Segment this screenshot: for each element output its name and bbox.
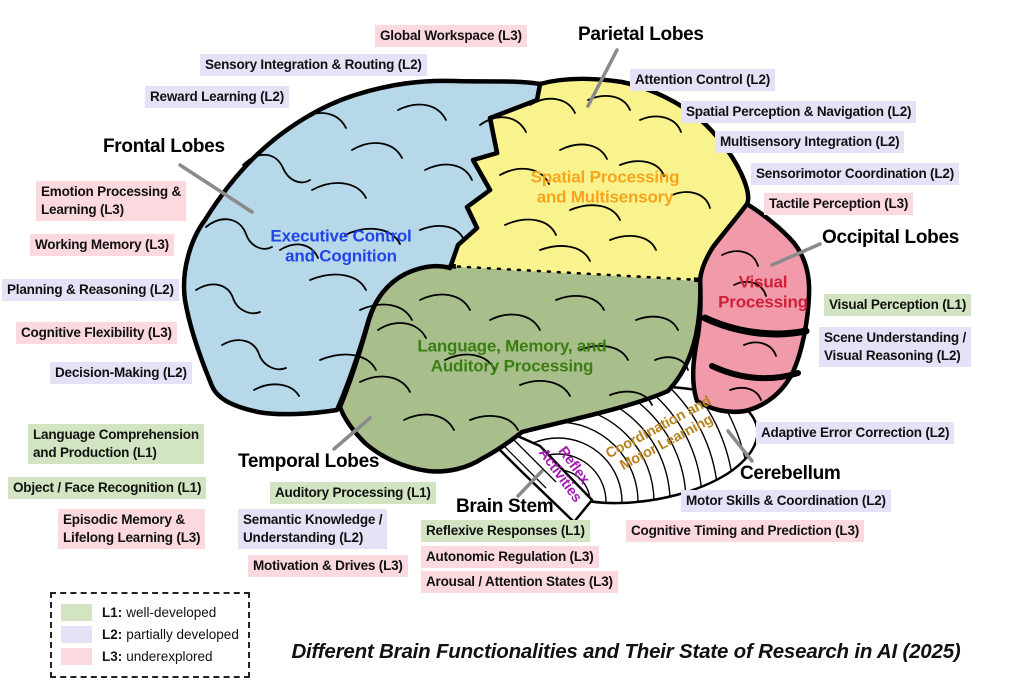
label-scene-understanding-visual-reasoning: Scene Understanding / Visual Reasoning (… (819, 327, 972, 368)
occipital-sulci (701, 314, 810, 382)
temporal-pointer-line (332, 416, 372, 451)
occipital-pointer-line (770, 242, 822, 267)
label-working-memory: Working Memory (L3) (30, 234, 174, 257)
label-episodic-memory-lifelong-learning: Episodic Memory & Lifelong Learning (L3) (58, 509, 206, 550)
label-spatial-perception-navigation: Spatial Perception & Navigation (L2) (681, 101, 917, 124)
label-reward-learning: Reward Learning (L2) (145, 86, 290, 109)
cerebellum-pointer-line (726, 429, 754, 463)
temporal-lobes-header: Temporal Lobes (238, 451, 380, 472)
legend-swatch-l2 (61, 625, 92, 643)
pointer-lines (178, 48, 822, 498)
frontal-pointer-line (178, 163, 254, 214)
parietal-temporal-dashed-boundary (446, 259, 702, 289)
legend-label-l2: partially developed (126, 626, 239, 642)
legend-row-l2: L2:partially developed (61, 625, 248, 643)
label-cognitive-flexibility: Cognitive Flexibility (L3) (16, 322, 177, 345)
label-multisensory-integration: Multisensory Integration (L2) (715, 131, 905, 154)
frontal-caption: Executive Control and Cognition (270, 226, 412, 266)
gyri-lines (195, 95, 777, 431)
parietal-lobe-shape (445, 76, 751, 283)
label-language-comprehension-production: Language Comprehension and Production (L… (28, 424, 204, 465)
brain-stem-header: Brain Stem (456, 496, 554, 517)
label-motor-skills-coordination: Motor Skills & Coordination (L2) (681, 490, 891, 513)
label-autonomic-regulation: Autonomic Regulation (L3) (421, 546, 599, 569)
label-adaptive-error-correction: Adaptive Error Correction (L2) (756, 422, 955, 445)
occipital-lobes-header: Occipital Lobes (822, 227, 959, 248)
brain-stem-pointer-line (516, 469, 544, 498)
label-tactile-perception: Tactile Perception (L3) (764, 193, 914, 216)
parietal-lobes-header: Parietal Lobes (578, 24, 704, 45)
legend: L1:well-developed L2:partially developed… (50, 592, 250, 678)
legend-tag-l1: L1: (102, 604, 123, 620)
label-sensorimotor-coordination: Sensorimotor Coordination (L2) (751, 163, 959, 186)
cerebellum-header: Cerebellum (740, 463, 841, 484)
label-attention-control: Attention Control (L2) (630, 69, 776, 92)
label-object-face-recognition: Object / Face Recognition (L1) (8, 477, 207, 500)
label-arousal-attention-states: Arousal / Attention States (L3) (421, 571, 618, 594)
frontal-lobes-header: Frontal Lobes (103, 136, 225, 157)
label-auditory-processing: Auditory Processing (L1) (270, 482, 436, 505)
label-emotion-processing-learning: Emotion Processing & Learning (L3) (36, 181, 187, 222)
label-visual-perception: Visual Perception (L1) (824, 294, 972, 317)
label-decision-making: Decision-Making (L2) (50, 362, 192, 385)
label-sensory-integration-routing: Sensory Integration & Routing (L2) (200, 54, 427, 77)
label-motivation-drives: Motivation & Drives (L3) (248, 555, 408, 578)
page-title: Different Brain Functionalities and Thei… (291, 640, 961, 663)
legend-row-l1: L1:well-developed (61, 603, 248, 621)
legend-label-l3: underexplored (126, 648, 213, 664)
label-planning-reasoning: Planning & Reasoning (L2) (2, 279, 179, 302)
legend-swatch-l3 (61, 647, 92, 665)
label-reflexive-responses: Reflexive Responses (L1) (421, 520, 590, 543)
occipital-caption: Visual Processing (718, 272, 808, 312)
legend-tag-l3: L3: (102, 648, 123, 664)
label-cognitive-timing-prediction: Cognitive Timing and Prediction (L3) (626, 520, 865, 543)
label-global-workspace: Global Workspace (L3) (375, 25, 527, 48)
label-semantic-knowledge-understanding: Semantic Knowledge / Understanding (L2) (238, 509, 388, 550)
legend-label-l1: well-developed (126, 604, 217, 620)
parietal-caption: Spatial Processing and Multisensory (530, 167, 680, 207)
legend-swatch-l1 (61, 603, 92, 621)
legend-tag-l2: L2: (102, 626, 123, 642)
parietal-pointer-line (586, 48, 619, 108)
legend-row-l3: L3:underexplored (61, 647, 248, 665)
temporal-caption: Language, Memory, and Auditory Processin… (417, 336, 607, 376)
